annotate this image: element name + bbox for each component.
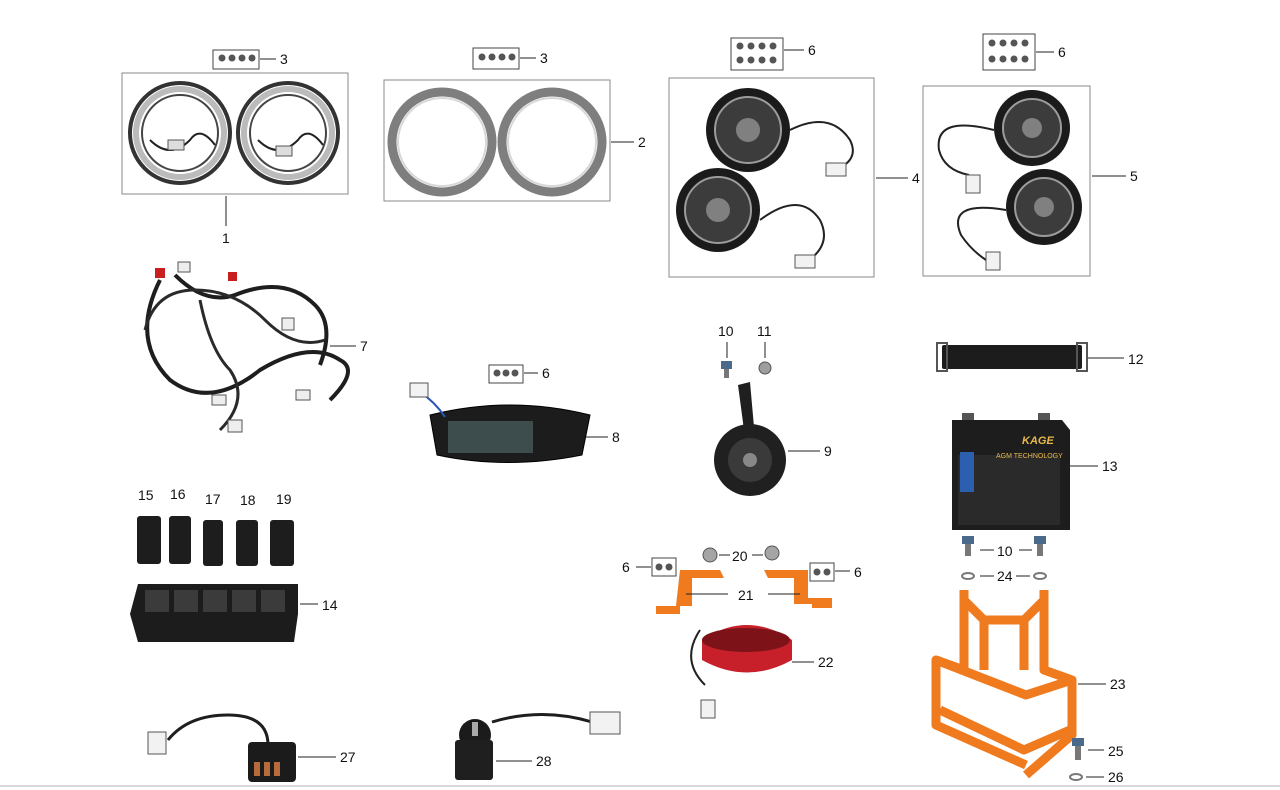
screw-set-6a <box>730 37 804 71</box>
callout-9: 9 <box>824 443 832 459</box>
tail-light <box>690 625 814 719</box>
callout-6c: 6 <box>542 365 550 381</box>
battery-brand: KAGE <box>1022 435 1054 447</box>
callout-18: 18 <box>240 492 256 508</box>
callout-11: 11 <box>757 323 772 339</box>
battery-bolt-right <box>1034 536 1046 556</box>
horn <box>714 382 820 496</box>
battery: KAGE AGM TECHNOLOGY <box>952 413 1098 530</box>
callout-16: 16 <box>170 486 186 502</box>
callout-8: 8 <box>612 429 620 445</box>
callout-21: 21 <box>738 587 754 603</box>
callout-3a: 3 <box>280 51 288 67</box>
callout-10a: 10 <box>718 323 734 339</box>
tail-brackets-21 <box>656 570 832 614</box>
horn-bolt <box>721 361 732 378</box>
callout-17: 17 <box>205 491 221 507</box>
callout-22: 22 <box>818 654 834 670</box>
callout-20: 20 <box>732 548 748 564</box>
callout-19: 19 <box>276 491 292 507</box>
callout-2: 2 <box>638 134 646 150</box>
callout-4: 4 <box>912 170 920 186</box>
callout-3b: 3 <box>540 50 548 66</box>
callout-10b: 10 <box>997 543 1013 559</box>
callout-6e: 6 <box>854 564 862 580</box>
rocker-switches <box>137 516 294 566</box>
nuts-20 <box>702 545 780 563</box>
starter-relay <box>147 713 336 782</box>
callout-6a: 6 <box>808 42 816 58</box>
callout-1: 1 <box>222 230 230 246</box>
callout-5: 5 <box>1130 168 1138 184</box>
wiring-harness <box>143 261 356 433</box>
callout-14: 14 <box>322 597 338 613</box>
screw-set-6c <box>488 364 538 384</box>
headlamp-pair-4 <box>668 77 908 278</box>
washers-24 <box>961 572 1047 580</box>
horn-nut <box>758 361 772 375</box>
battery-strap <box>936 342 1124 372</box>
callout-25: 25 <box>1108 743 1124 759</box>
screw-set-6b <box>982 33 1054 71</box>
battery-tech-label: AGM TECHNOLOGY <box>996 453 1063 460</box>
battery-bolt-left <box>962 536 974 556</box>
callout-27: 27 <box>340 749 356 765</box>
screw-set-3b <box>472 47 536 70</box>
battery-frame <box>931 590 1077 779</box>
callout-7: 7 <box>360 338 368 354</box>
callout-28: 28 <box>536 753 552 769</box>
screw-set-6e <box>809 562 850 582</box>
chrome-bezel-set <box>383 79 634 202</box>
screw-set-3a <box>212 49 276 70</box>
headlamp-pair-5 <box>922 85 1126 277</box>
washer-26 <box>1069 773 1083 781</box>
callout-6d: 6 <box>622 559 630 575</box>
digital-dashboard <box>409 382 608 463</box>
callout-23: 23 <box>1110 676 1126 692</box>
callout-26: 26 <box>1108 769 1124 785</box>
screw-set-6d <box>636 557 677 577</box>
ignition-switch <box>455 711 621 780</box>
callout-6b: 6 <box>1058 44 1066 60</box>
led-ring-set <box>121 72 349 226</box>
switch-panel <box>130 584 318 642</box>
callout-15: 15 <box>138 487 154 503</box>
callout-12: 12 <box>1128 351 1144 367</box>
bolt-25 <box>1072 738 1084 760</box>
callout-13: 13 <box>1102 458 1118 474</box>
callout-24: 24 <box>997 568 1013 584</box>
